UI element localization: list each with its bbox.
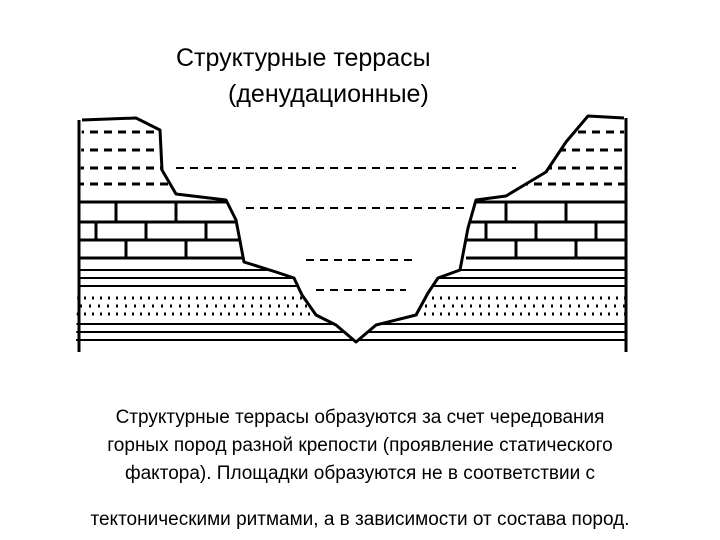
caption-line-1: Структурные террасы образуются за счет ч… [40, 404, 680, 432]
valley-profile-outline [82, 116, 624, 342]
title-line-2: (денудационные) [176, 76, 431, 112]
caption-text: Структурные террасы образуются за счет ч… [40, 404, 680, 488]
left-bank-strata [76, 132, 356, 340]
caption-line-2: горных пород разной крепости (проявление… [40, 432, 680, 460]
caption-line-4: тектоническими ритмами, а в зависимости … [30, 506, 690, 534]
title-line-1: Структурные террасы [176, 44, 431, 72]
terrace-cross-section-diagram [76, 110, 636, 360]
right-bank-strata [356, 132, 636, 340]
valley-dashed-lines [176, 168, 516, 290]
slide-title: Структурные террасы (денудационные) [176, 40, 431, 112]
caption-line-3: фактора). Площадки образуются не в соотв… [40, 460, 680, 488]
